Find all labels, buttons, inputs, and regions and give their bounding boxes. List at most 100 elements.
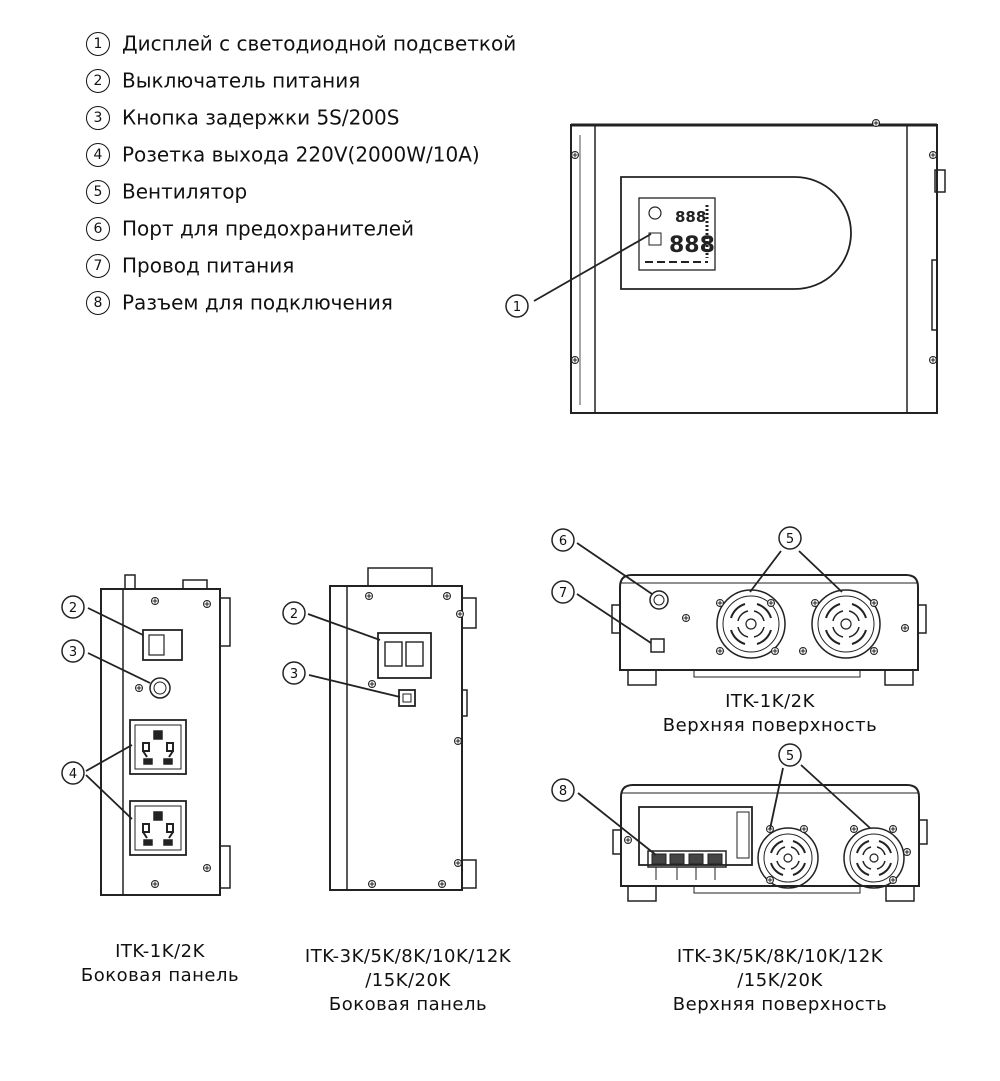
fan (811, 589, 881, 659)
callout-circle-4 (61, 761, 85, 785)
front-view: 888 888 1 (505, 118, 946, 414)
top-large-screw (902, 847, 912, 857)
caption-model-cont: /15K/20K (365, 970, 451, 991)
lcd-digits-top: 888 (675, 208, 706, 226)
callout-line-5 (800, 764, 871, 829)
side-large-screw (455, 609, 465, 619)
side-small-right-bracket (219, 597, 231, 647)
top-small-foot (627, 669, 657, 686)
callout-circle-2 (282, 601, 306, 625)
front-screw (928, 355, 938, 365)
top-small-screw (715, 646, 725, 656)
legend-text: Выключатель питания (122, 68, 361, 93)
top-small-screw (715, 598, 725, 608)
side-small-screw (150, 596, 160, 606)
callout-line-8 (577, 792, 657, 856)
breaker-toggle (384, 641, 403, 667)
legend-number: 1 (86, 31, 110, 56)
terminal-cover-flap (736, 811, 750, 859)
top-small-screw (810, 598, 820, 608)
callout-line-5 (798, 550, 843, 593)
caption-top-large: ITK-3K/5K/8K/10K/12K /15K/20K Верхняя по… (650, 945, 910, 1017)
callout-line-2 (307, 613, 381, 641)
front-side-rail (931, 259, 938, 331)
output-socket (129, 719, 187, 775)
top-small-foot (884, 669, 914, 686)
callout-label-2: 2 (290, 607, 298, 622)
side-large-body (329, 585, 463, 891)
side-large-screw (453, 858, 463, 868)
callout-label-4: 4 (69, 767, 77, 782)
front-body (570, 124, 938, 414)
legend-item: 8 Разъем для подключения (86, 289, 393, 315)
terminal (669, 853, 685, 865)
callout-label-8: 8 (559, 784, 567, 799)
callout-label-6: 6 (559, 534, 567, 549)
legend-text: Кнопка задержки 5S/200S (122, 105, 400, 130)
power-switch-rocker (148, 634, 165, 656)
top-large-screw (765, 875, 775, 885)
legend-number: 3 (86, 105, 110, 130)
caption-model: ITK-3K/5K/8K/10K/12K (676, 946, 884, 967)
side-small-body (100, 588, 221, 896)
side-view-small: 2 3 4 (61, 574, 231, 896)
side-small-right-bracket (219, 845, 231, 889)
side-view-large: 2 3 (282, 567, 477, 891)
top-small-right-bracket (917, 604, 927, 634)
top-view-large: 8 5 (551, 743, 928, 902)
callout-line-5 (769, 767, 784, 830)
top-small-screw (766, 598, 776, 608)
top-small-screw (900, 623, 910, 633)
callout-circle-1 (505, 294, 529, 318)
side-large-right-bracket (461, 859, 477, 889)
caption-model: ITK-3K/5K/8K/10K/12K (304, 946, 512, 967)
callout-circle-5 (778, 743, 802, 767)
top-large-body (620, 784, 920, 887)
side-small-screw (150, 879, 160, 889)
callout-label-5: 5 (786, 749, 794, 764)
legend-number: 8 (86, 290, 110, 315)
delay-button-inner (153, 681, 167, 695)
top-small-screw (869, 646, 879, 656)
legend-text: Порт для предохранителей (122, 216, 415, 241)
side-small-screw (134, 683, 144, 693)
legend-number: 5 (86, 179, 110, 204)
callout-circle-6 (551, 528, 575, 552)
callout-line-2 (87, 607, 144, 636)
top-small-screw (869, 598, 879, 608)
legend-number: 6 (86, 216, 110, 241)
callout-label-1: 1 (513, 300, 521, 315)
callout-line-5 (749, 550, 782, 593)
terminal (688, 853, 704, 865)
side-large-top-handle (367, 567, 433, 587)
caption-model: ITK-1K/2K (725, 691, 815, 712)
caption-view: Верхняя поверхность (662, 715, 878, 736)
caption-view: Боковая панель (328, 994, 488, 1015)
front-screw (928, 150, 938, 160)
caption-top-small: ITK-1K/2K Верхняя поверхность (650, 690, 890, 738)
delay-button-small (149, 677, 171, 699)
side-large-right-bracket (461, 597, 477, 629)
callout-circle-2 (61, 595, 85, 619)
legend-text: Дисплей с светодиодной подсветкой (122, 31, 517, 56)
callout-label-5: 5 (786, 532, 794, 547)
side-large-screw (453, 736, 463, 746)
top-small-left-bracket (611, 604, 621, 634)
top-view-small: 6 7 5 (551, 526, 927, 686)
callout-line-3 (87, 652, 151, 684)
legend-text: Разъем для подключения (122, 290, 393, 315)
top-small-screw (770, 646, 780, 656)
power-cord-port (650, 638, 665, 653)
legend-number: 7 (86, 253, 110, 278)
caption-side-large: ITK-3K/5K/8K/10K/12K /15K/20K Боковая па… (278, 945, 538, 1017)
callout-circle-3 (282, 661, 306, 685)
lcd-gauge-icon (648, 206, 662, 220)
power-breaker-large (377, 632, 432, 679)
power-switch-small (142, 629, 183, 661)
top-large-rail (693, 885, 861, 894)
front-screw (570, 150, 580, 160)
terminal-cover (638, 806, 753, 866)
output-socket (129, 800, 187, 856)
